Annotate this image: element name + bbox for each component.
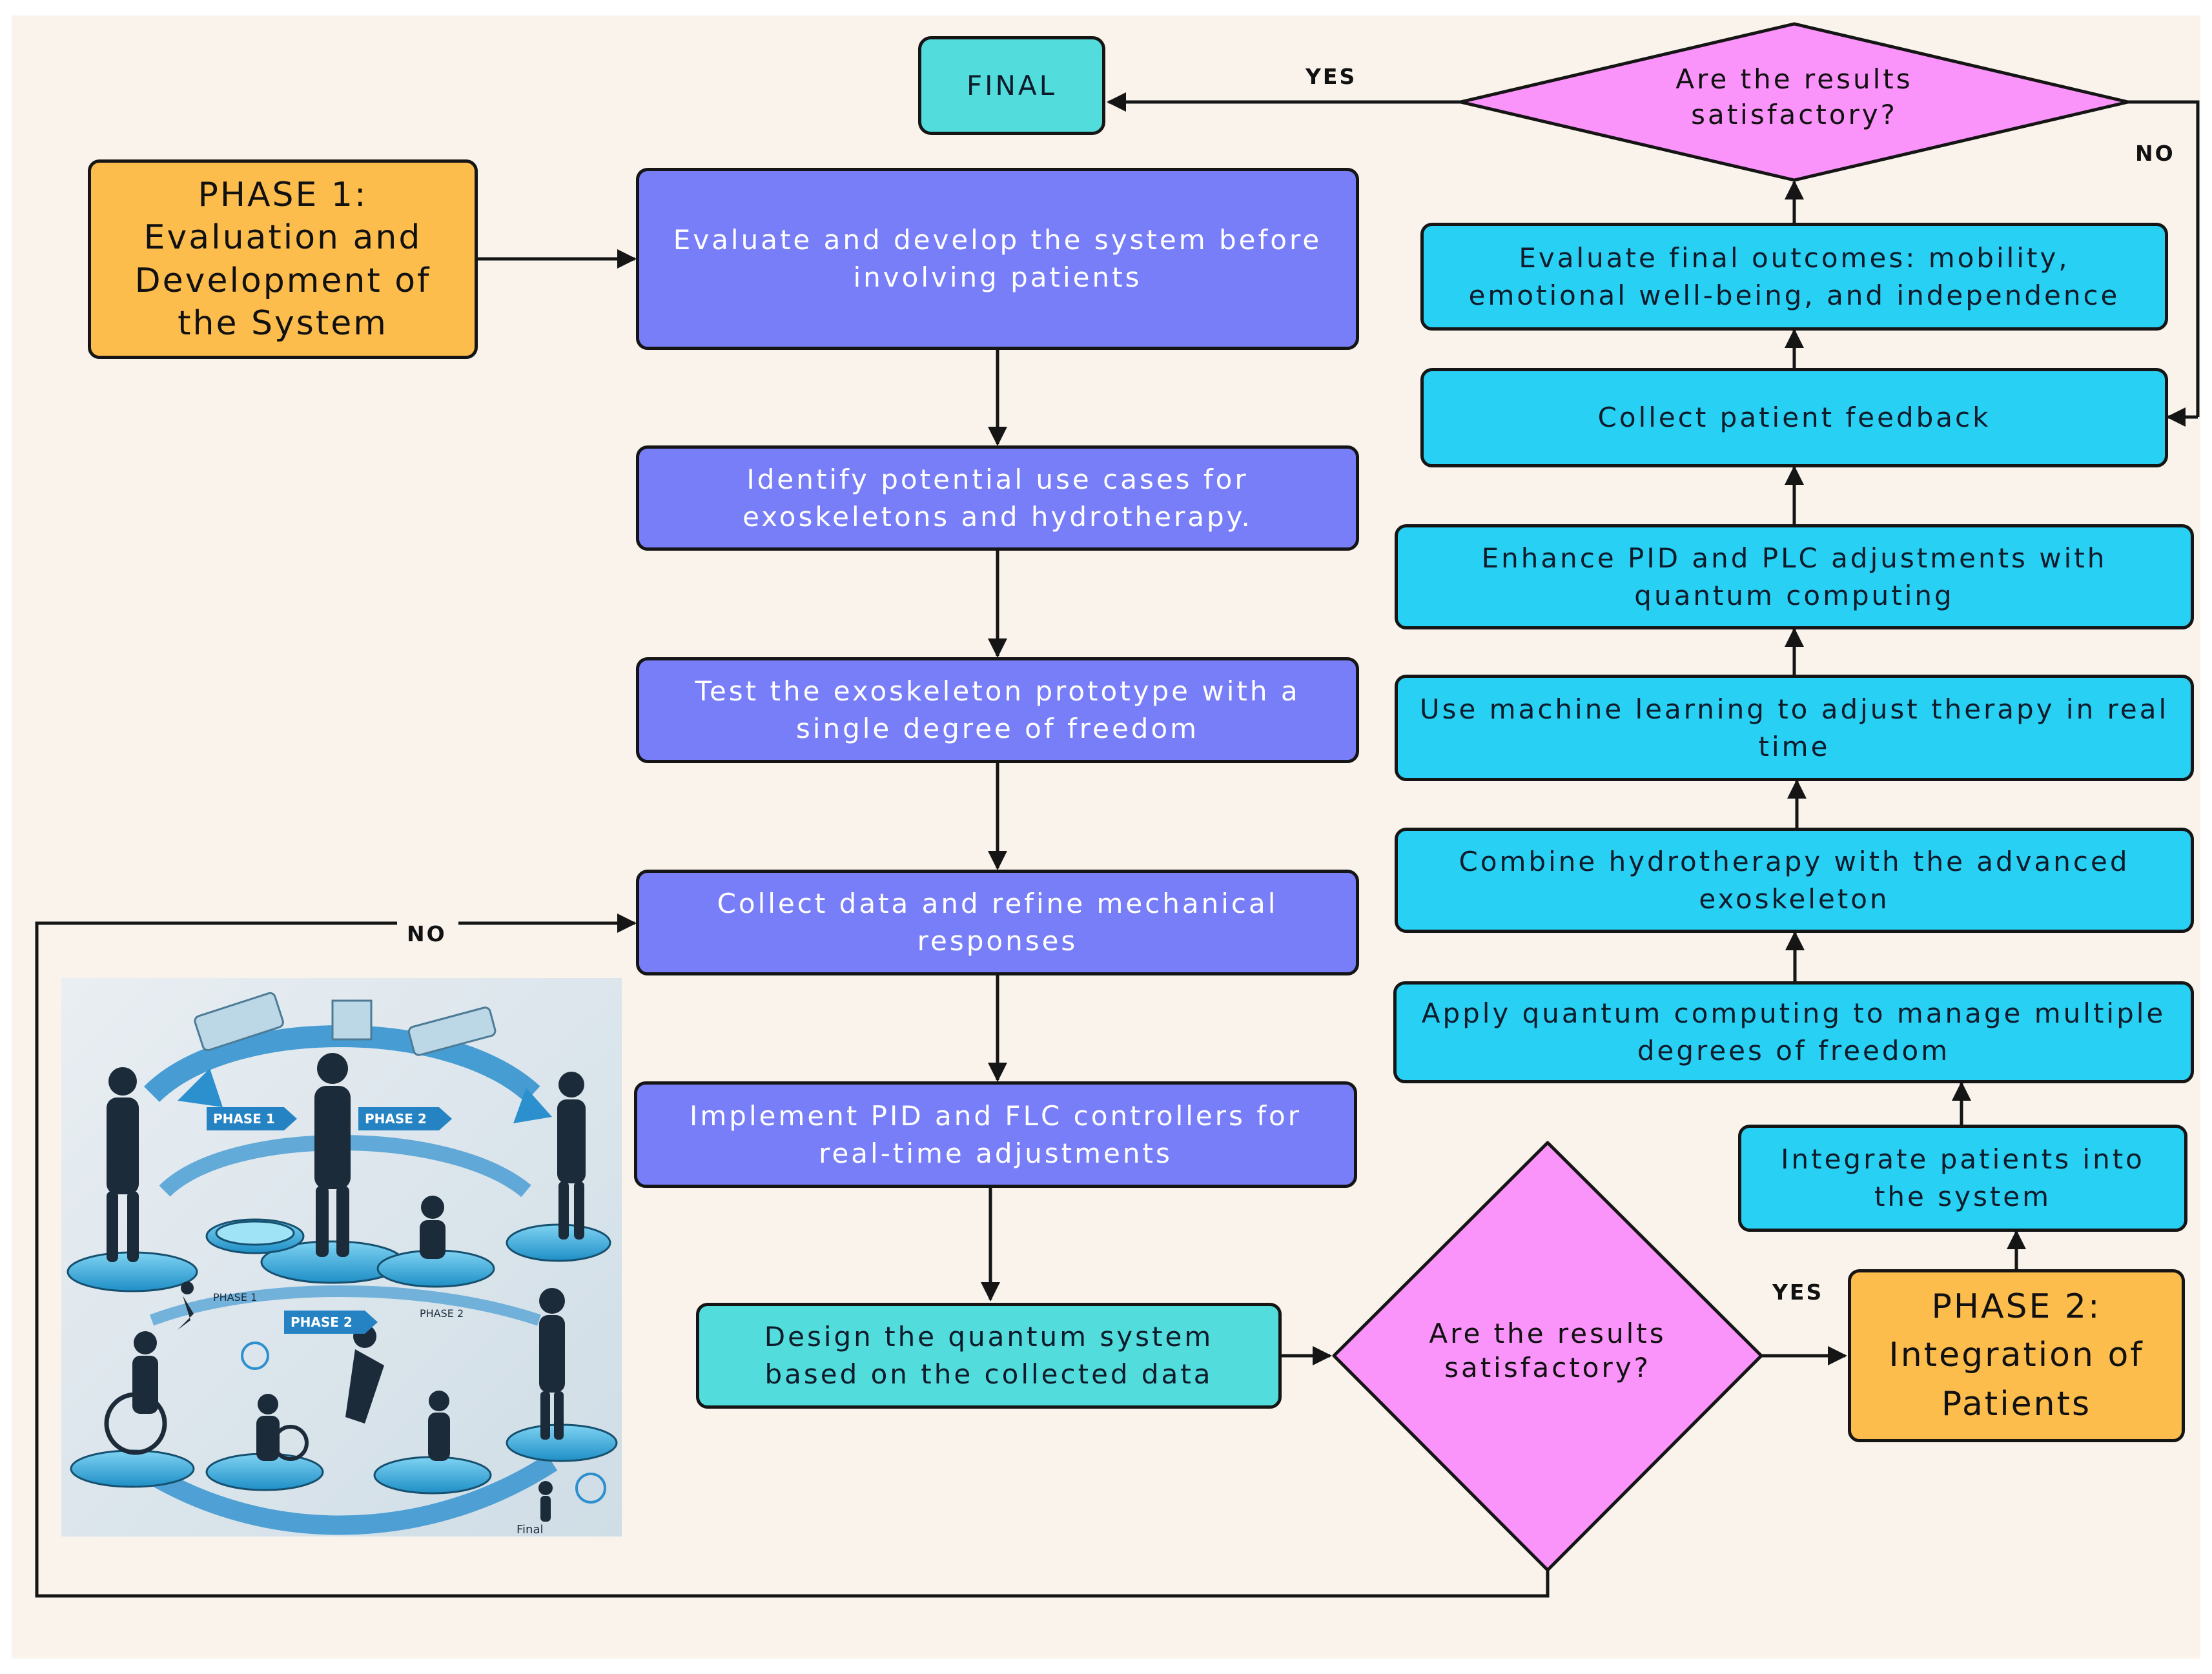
phase1-title: PHASE 1: bbox=[198, 176, 368, 215]
step-identify-use-cases: Identify potential use cases for exoskel… bbox=[636, 445, 1359, 551]
decision-bottom-shape bbox=[1332, 1141, 1763, 1572]
step-machine-learning: Use machine learning to adjust therapy i… bbox=[1395, 675, 2194, 781]
step-collect-feedback-label: Collect patient feedback bbox=[1597, 402, 1991, 434]
step-combine-hydrotherapy-label: Combine hydrotherapy with the advanced e… bbox=[1459, 845, 2130, 915]
decision-top-shape bbox=[1459, 22, 2130, 182]
illus-label-phase1-a: PHASE 1 bbox=[213, 1111, 275, 1127]
yes-label-top: YES bbox=[1306, 64, 1357, 89]
illus-label-phase1-b: PHASE 1 bbox=[213, 1291, 257, 1303]
step-combine-hydrotherapy: Combine hydrotherapy with the advanced e… bbox=[1395, 828, 2194, 933]
step-test-prototype-label: Test the exoskeleton prototype with a si… bbox=[695, 675, 1300, 744]
phase1-box: PHASE 1: Evaluation and Development of t… bbox=[88, 159, 478, 359]
step-apply-quantum: Apply quantum computing to manage multip… bbox=[1393, 981, 2194, 1083]
step-machine-learning-label: Use machine learning to adjust therapy i… bbox=[1419, 693, 2169, 762]
step-evaluate-develop-label: Evaluate and develop the system before i… bbox=[673, 224, 1322, 293]
illustration-graphic: PHASE 1 PHASE 2 PHASE 1 PHASE 2 PHASE 2 … bbox=[61, 978, 622, 1536]
phase2-title: PHASE 2: bbox=[1931, 1287, 2102, 1326]
phase1-subtitle: Evaluation and Development of the System bbox=[134, 218, 431, 343]
phase2-box: PHASE 2: Integration of Patients bbox=[1848, 1269, 2185, 1442]
step-collect-feedback: Collect patient feedback bbox=[1420, 368, 2168, 467]
final-box: FINAL bbox=[918, 36, 1105, 135]
decision-top-text: Are the results satisfactory? bbox=[1675, 63, 1913, 130]
illus-label-phase2-b: PHASE 2 bbox=[291, 1314, 353, 1330]
no-label-bottom: NO bbox=[407, 921, 447, 946]
step-integrate-patients-label: Integrate patients into the system bbox=[1781, 1143, 2145, 1212]
step-integrate-patients: Integrate patients into the system bbox=[1738, 1125, 2187, 1232]
decision-bottom-text: Are the results satisfactory? bbox=[1429, 1318, 1666, 1383]
illus-label-final: Final bbox=[517, 1523, 543, 1536]
final-label: FINAL bbox=[966, 69, 1058, 101]
no-label-top: NO bbox=[2135, 141, 2175, 166]
step-collect-refine-label: Collect data and refine mechanical respo… bbox=[717, 888, 1278, 957]
yes-label-bottom: YES bbox=[1772, 1280, 1824, 1305]
step-collect-refine: Collect data and refine mechanical respo… bbox=[636, 870, 1359, 975]
step-implement-controllers-label: Implement PID and FLC controllers for re… bbox=[689, 1099, 1302, 1169]
step-design-quantum-label: Design the quantum system based on the c… bbox=[764, 1321, 1214, 1390]
illus-label-phase2-a: PHASE 2 bbox=[365, 1111, 427, 1127]
step-identify-use-cases-label: Identify potential use cases for exoskel… bbox=[742, 463, 1253, 533]
step-design-quantum: Design the quantum system based on the c… bbox=[696, 1303, 1282, 1409]
arrow-no-loop-top bbox=[2128, 100, 2200, 417]
step-test-prototype: Test the exoskeleton prototype with a si… bbox=[636, 657, 1359, 763]
illus-label-phase2-c: PHASE 2 bbox=[420, 1307, 464, 1320]
step-evaluate-develop: Evaluate and develop the system before i… bbox=[636, 168, 1359, 350]
step-apply-quantum-label: Apply quantum computing to manage multip… bbox=[1421, 997, 2166, 1067]
phase-cycle-illustration: PHASE 1 PHASE 2 PHASE 1 PHASE 2 PHASE 2 … bbox=[61, 978, 622, 1536]
arrow-no-loop-bottom bbox=[35, 921, 1550, 1598]
phase2-subtitle: Integration of Patients bbox=[1889, 1336, 2144, 1424]
step-implement-controllers: Implement PID and FLC controllers for re… bbox=[634, 1081, 1357, 1188]
step-evaluate-outcomes-label: Evaluate final outcomes: mobility, emoti… bbox=[1468, 241, 2120, 311]
step-enhance-pid-plc-label: Enhance PID and PLC adjustments with qua… bbox=[1481, 542, 2107, 611]
step-evaluate-outcomes: Evaluate final outcomes: mobility, emoti… bbox=[1420, 223, 2168, 331]
step-enhance-pid-plc: Enhance PID and PLC adjustments with qua… bbox=[1395, 524, 2194, 629]
